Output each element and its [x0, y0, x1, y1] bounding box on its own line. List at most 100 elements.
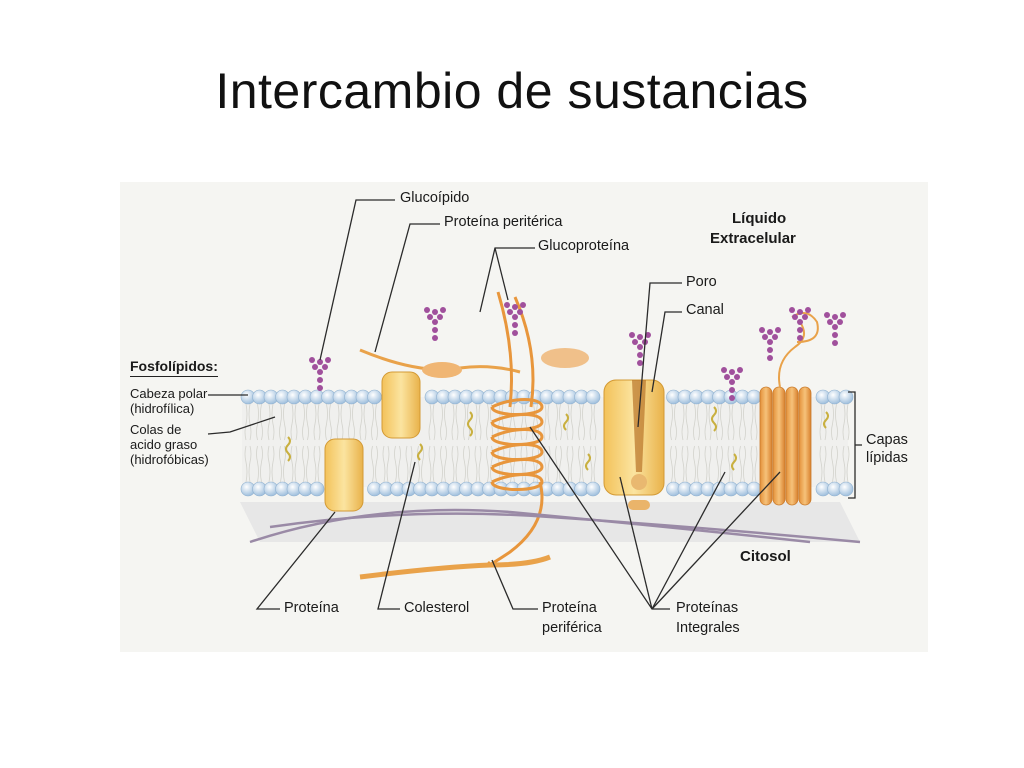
- sugar-bead: [724, 374, 730, 380]
- fatty-acid-tail: [302, 445, 309, 483]
- sugar-bead: [789, 307, 795, 313]
- sugar-bead: [440, 307, 446, 313]
- sugar-bead: [427, 314, 433, 320]
- fatty-acid-tail: [578, 403, 585, 441]
- fatty-acid-tail: [440, 445, 447, 483]
- fatty-acid-tail: [670, 445, 677, 483]
- sugar-bead: [437, 314, 443, 320]
- label-proteina-periferica-top: Proteína peritérica: [444, 214, 563, 230]
- phospholipid-head: [585, 389, 601, 405]
- label-glucoproteina: Glucoproteína: [538, 238, 630, 254]
- phospholipid-heads-bottom: [240, 481, 854, 497]
- fatty-acid-tail: [520, 445, 528, 483]
- label-proteina-periferica-2: periférica: [542, 620, 602, 636]
- fatty-acid-tail: [382, 445, 390, 483]
- integral-protein-lower: [324, 438, 364, 512]
- fatty-acid-tail: [578, 445, 585, 483]
- fatty-acid-tail: [474, 445, 482, 483]
- label-colesterol: Colesterol: [404, 600, 470, 616]
- label-capas: Capas: [866, 432, 908, 448]
- sugar-bead: [637, 334, 643, 340]
- membrane-illustration: [207, 199, 862, 610]
- fatty-acid-tail: [739, 403, 746, 441]
- fatty-acid-tail: [279, 403, 286, 441]
- fatty-acid-tail: [325, 403, 332, 441]
- fatty-acid-tail: [842, 403, 850, 441]
- fatty-acid-tail: [716, 403, 723, 441]
- fatty-acid-tail: [727, 403, 735, 441]
- sugar-bead: [729, 387, 735, 393]
- label-hidrofobicas: (hidrofóbicas): [130, 452, 209, 467]
- sugar-bead: [729, 369, 735, 375]
- integral-protein-upper: [381, 371, 421, 439]
- sugar-bead: [832, 314, 838, 320]
- label-fosfolipidos: Fosfolípidos:: [130, 358, 218, 377]
- fatty-acid-tail: [359, 403, 367, 441]
- label-proteinas-integrales-1: Proteínas: [676, 600, 739, 616]
- fatty-acid-tail: [463, 445, 470, 483]
- carbohydrate-cluster: [504, 302, 526, 336]
- fatty-acid-tail: [267, 403, 275, 441]
- fatty-acid-tail: [842, 445, 850, 483]
- cell-membrane-diagram: Glucoípido Proteína peritérica Glucoprot…: [120, 182, 928, 652]
- fatty-acid-tail: [589, 445, 597, 483]
- slide-title: Intercambio de sustancias: [215, 63, 809, 119]
- sugar-bead: [645, 332, 651, 338]
- fatty-acid-tail: [371, 403, 378, 441]
- sugar-bead: [797, 335, 803, 341]
- fatty-acid-tail: [831, 403, 838, 441]
- peripheral-blob-2: [541, 348, 589, 368]
- label-canal: Canal: [686, 302, 724, 318]
- sugar-bead: [432, 327, 438, 333]
- sugar-bead: [424, 307, 430, 313]
- fatty-acid-tail: [532, 403, 539, 441]
- sugar-bead: [759, 327, 765, 333]
- label-colas-de: Colas de: [130, 422, 182, 437]
- sugar-bead: [767, 355, 773, 361]
- channel-protein: [603, 379, 665, 510]
- carbohydrate-cluster: [424, 307, 446, 341]
- fatty-acid-tail: [290, 445, 298, 483]
- sugar-bead: [802, 314, 808, 320]
- sugar-bead: [432, 319, 438, 325]
- sugar-bead: [832, 340, 838, 346]
- fatty-acid-tail: [509, 403, 516, 441]
- label-poro: Poro: [686, 274, 717, 290]
- fatty-acid-tail: [543, 445, 551, 483]
- leader-lines: [207, 199, 862, 610]
- carbohydrate-cluster: [721, 367, 743, 401]
- fatty-acid-tail: [394, 445, 401, 483]
- fatty-acid-tail: [543, 403, 551, 441]
- sugar-bead: [632, 339, 638, 345]
- label-extracelular: Extracelular: [710, 230, 796, 247]
- label-citosol: Citosol: [740, 548, 791, 565]
- sugar-bead: [317, 369, 323, 375]
- peripheral-blob-1: [422, 362, 462, 378]
- sugar-bead: [729, 395, 735, 401]
- fatty-acid-tail: [256, 445, 263, 483]
- carbohydrate-cluster: [789, 307, 811, 341]
- fatty-acid-tail: [244, 445, 252, 483]
- sugar-bead: [729, 379, 735, 385]
- sugar-bead: [512, 330, 518, 336]
- phospholipid-head: [838, 481, 854, 497]
- fatty-acid-tail: [693, 445, 700, 483]
- sugar-bead: [767, 339, 773, 345]
- fatty-acid-tail: [704, 445, 712, 483]
- sugar-bead: [837, 319, 843, 325]
- fatty-acid-tail: [405, 445, 413, 483]
- carbohydrate-cluster: [309, 357, 331, 391]
- label-hidrofilica: (hidrofílica): [130, 401, 195, 416]
- sugar-bead: [309, 357, 315, 363]
- sugar-bead: [507, 309, 513, 315]
- fatty-acid-tail: [451, 403, 459, 441]
- sugar-bead: [767, 347, 773, 353]
- fatty-acid-tail: [566, 403, 574, 441]
- sugar-bead: [762, 334, 768, 340]
- label-proteina-periferica-1: Proteína: [542, 600, 597, 616]
- sugar-bead: [504, 302, 510, 308]
- fatty-acid-tail: [417, 445, 424, 483]
- phospholipid-head: [309, 481, 325, 497]
- sugar-bead: [317, 359, 323, 365]
- sugar-bead: [805, 307, 811, 313]
